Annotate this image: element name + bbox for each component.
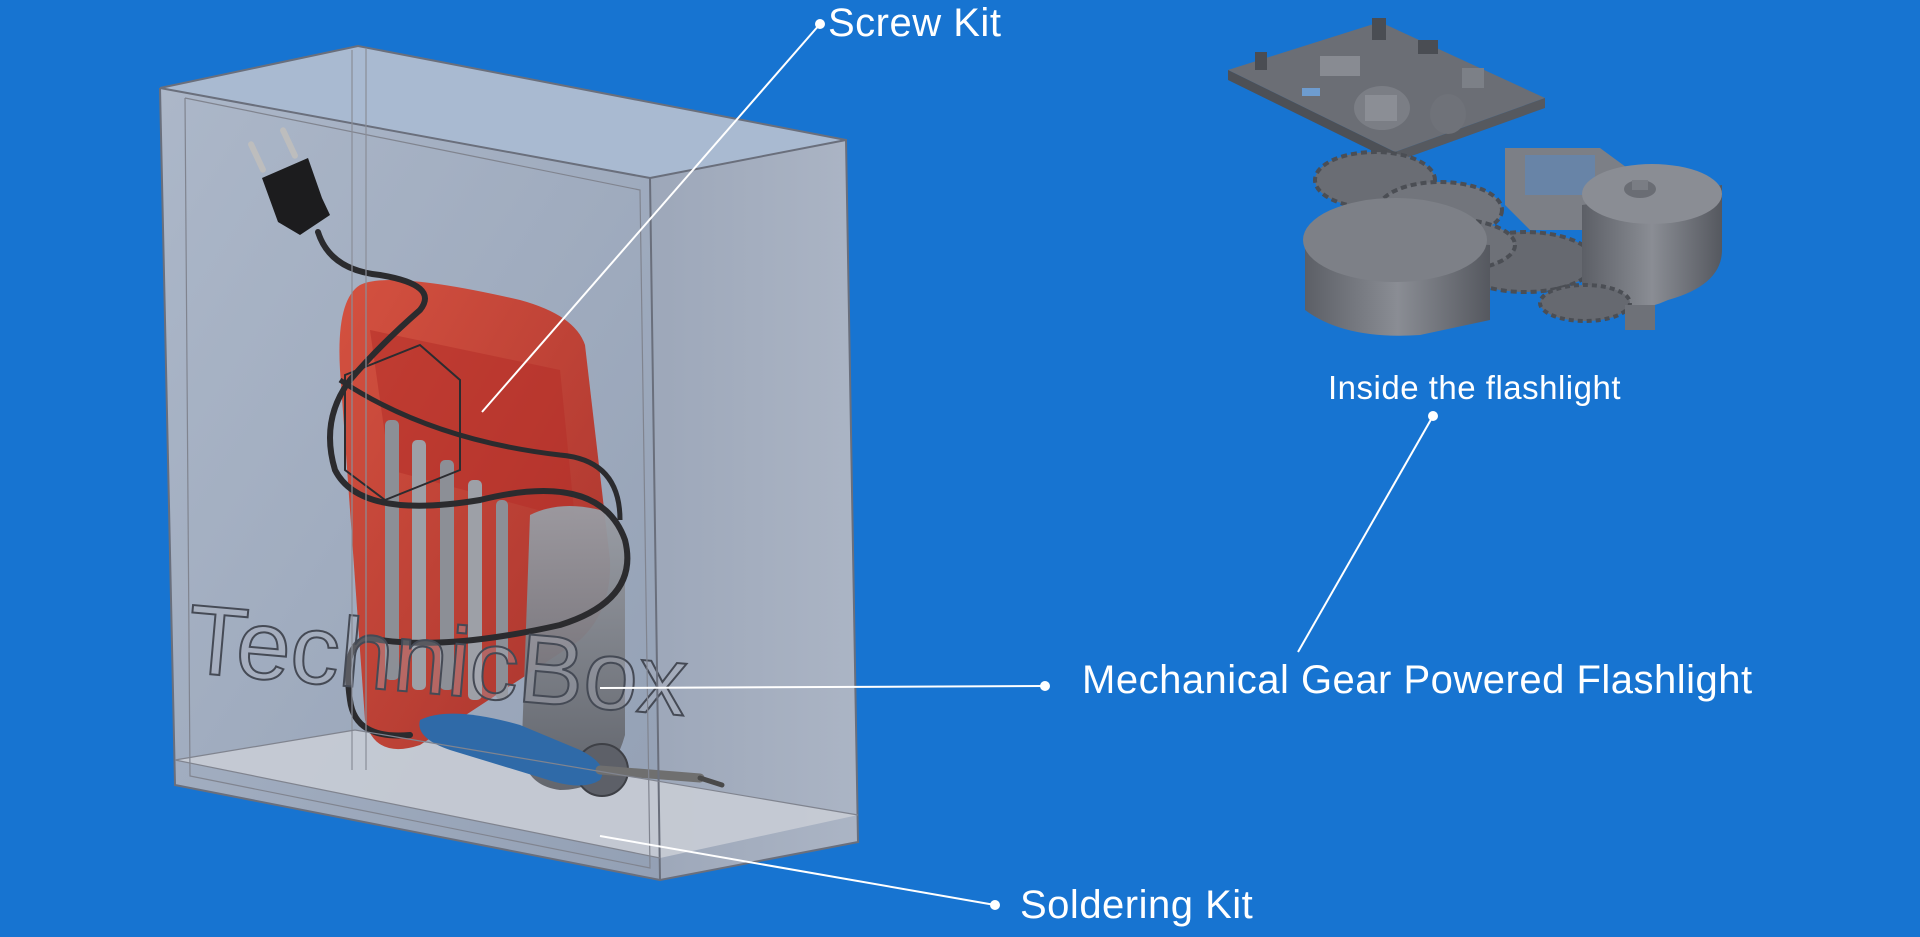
label-inside-flashlight: Inside the flashlight [1328,369,1622,406]
flashlight-internals [1228,18,1722,336]
label-flashlight: Mechanical Gear Powered Flashlight [1082,658,1753,702]
leader-screw-kit-dot [815,19,825,29]
box-bottom-slab [175,730,858,858]
eu-plug [248,127,330,235]
technic-box: TechnicBox [159,44,860,882]
leader-inside [1297,415,1434,653]
leader-soldering-kit [599,835,996,906]
leader-flashlight-dot [1040,681,1050,691]
leader-soldering-kit-dot [990,900,1000,910]
leader-lines [481,19,1438,910]
box-side-face [650,140,858,880]
leader-screw-kit [481,23,821,413]
box-edges [159,44,860,882]
leader-inside-dot [1428,411,1438,421]
leader-flashlight [599,685,1046,689]
soldering-iron [419,713,725,788]
label-soldering-kit: Soldering Kit [1020,883,1254,927]
label-screw-kit: Screw Kit [828,1,1002,45]
power-cord [315,229,631,739]
box-back-panel [160,46,846,178]
